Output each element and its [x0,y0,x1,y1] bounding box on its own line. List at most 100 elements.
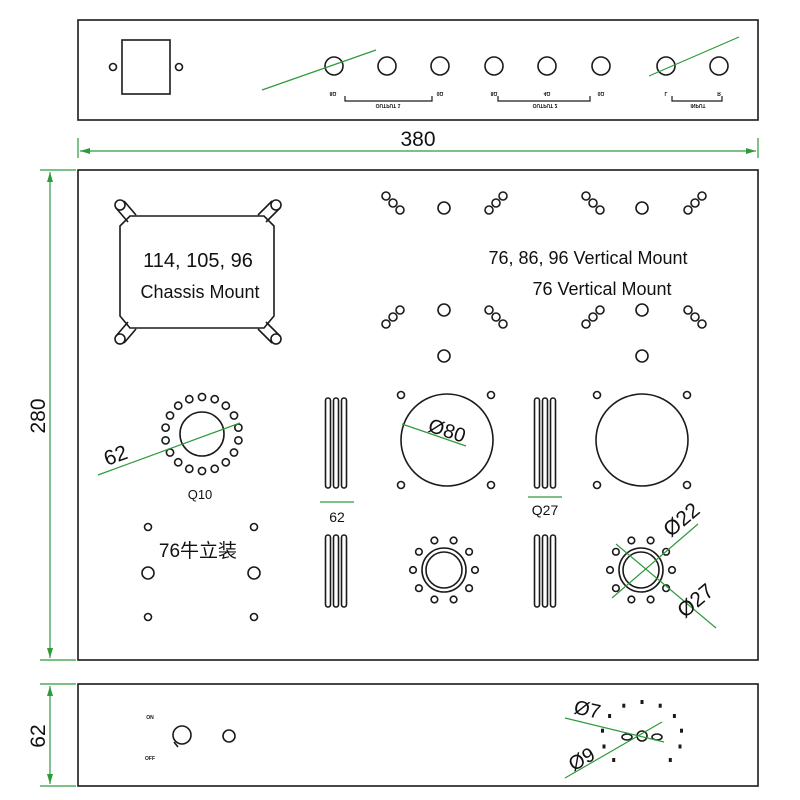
socket-27-leader [615,543,717,629]
transformer-slot-bottom-right [257,321,282,345]
q10-dimension-label: 62 [101,441,131,471]
output2-tap-2-label: 4Ω [544,90,551,96]
input-jack-left [656,56,676,76]
hole-9-label: Ø9 [565,744,599,776]
detent-mark [602,744,606,749]
socket-pin-hole [184,464,194,474]
slot [324,397,332,489]
svg-text:0Ω: 0Ω [437,90,444,96]
ventilation-slots [324,397,557,608]
hole-80-left: Ø80 [396,390,496,490]
output1-label: OUTPUT 1 [376,102,401,108]
socket-pin-hole [611,547,621,556]
socket-pin-hole [173,457,183,467]
hole-7-label: Ø7 [572,697,603,724]
vertical-mount-76-label: 76 Vertical Mount [532,279,671,299]
vertical-mount-sizes-label: 76, 86, 96 Vertical Mount [488,248,687,268]
socket-22-label: Ø22 [659,498,704,541]
detent-mark [612,758,616,762]
detent-mark [640,700,644,704]
hole-80-right-circle [595,393,689,487]
output1-bracket [344,96,433,102]
hole-80-right [592,390,692,490]
socket-pin-hole [221,401,231,411]
slot [549,397,557,489]
socket-pin-hole [449,595,458,604]
svg-text:0Ω: 0Ω [598,90,605,96]
socket-pin-hole [165,411,175,420]
switch-on-label: ON [146,715,154,721]
width-dimension-label: 380 [400,128,435,151]
output2-label: OUTPUT 2 [533,102,558,108]
socket-pin-hole [161,423,170,432]
hole-7-leader [564,717,665,743]
socket-pin-hole [197,466,207,476]
slot-dimension-q27: Q27 [528,496,562,518]
input-tap-r-label: R [717,90,721,96]
depth-dimension-label: 62 [27,724,50,747]
output1-tap-3-label: 0Ω [437,90,444,96]
front-panel-outline [77,19,759,121]
vertical-mount-left-group [381,191,508,363]
slot [541,397,549,489]
svg-text:L: L [664,90,667,96]
output2-terminal-1 [484,56,504,76]
hole-80-left-circle [400,393,494,487]
output2-terminal-3 [591,56,611,76]
tube-socket-right-pin-ring [605,536,677,604]
socket-pin-hole [173,401,183,411]
height-dimension: 280 [27,169,76,661]
socket-pin-hole [430,536,439,545]
detent-mark [601,728,604,733]
tube-socket-center [408,536,480,604]
top-plate-outline [77,169,759,661]
height-dimension-label: 280 [27,398,50,433]
back-panel: ON OFF Ø7 Ø9 [77,683,759,787]
slot-dimension-62: 62 [320,501,354,525]
slot [549,534,557,608]
socket-pin-hole [408,565,418,575]
socket-pin-hole [449,536,458,545]
output2-tap-3-label: 0Ω [598,90,605,96]
switch-screw-hole-left [108,62,118,72]
socket-pin-hole [210,464,220,474]
transformer-slot-top-right [257,199,282,223]
detent-mark [672,714,676,718]
transformer-chassis-mount: 114, 105, 96 Chassis Mount [114,199,282,345]
output1-terminal-1 [324,56,344,76]
socket-27-label: Ø27 [673,579,718,622]
output2-terminal-2 [537,56,557,76]
slot [332,397,340,489]
svg-text:OUTPUT 1: OUTPUT 1 [376,102,401,108]
transformer-slot-top-left [114,199,137,223]
socket-pin-hole [470,565,480,575]
output1-terminal-3 [430,56,450,76]
hole-80-dimension-leader [401,423,467,447]
top-plate: 114, 105, 96 Chassis Mount [77,169,759,661]
slot [332,534,340,608]
vertical-mount-holes: 76, 86, 96 Vertical Mount 76 Vertical Mo… [381,191,707,363]
hole-80-dimension-label: Ø80 [425,415,468,448]
socket-pin-hole [210,394,220,404]
socket-pin-hole [465,584,474,593]
chassis-mount-sizes-label: 114, 105, 96 [143,250,253,272]
q10-socket-hole [179,411,225,457]
socket-pin-hole [646,595,655,604]
q10-socket: 62 Q10 [97,392,243,502]
slot-dimension-q27-label: Q27 [532,502,559,518]
socket-pin-hole [667,565,677,575]
socket-pin-hole [605,565,615,575]
socket-pin-hole [627,595,636,604]
power-switch-hole [172,725,192,745]
socket-22-leader [611,523,699,599]
svg-text:OUTPUT 2: OUTPUT 2 [533,102,558,108]
socket-pin-hole [611,584,621,593]
detent-mark [668,758,672,762]
transformer-cutout [119,215,275,329]
socket-pin-hole [465,547,474,556]
slot [533,397,541,489]
front-leader-output1 [261,49,377,91]
socket-pin-hole [430,595,439,604]
q10-socket-pin-ring [161,392,243,476]
